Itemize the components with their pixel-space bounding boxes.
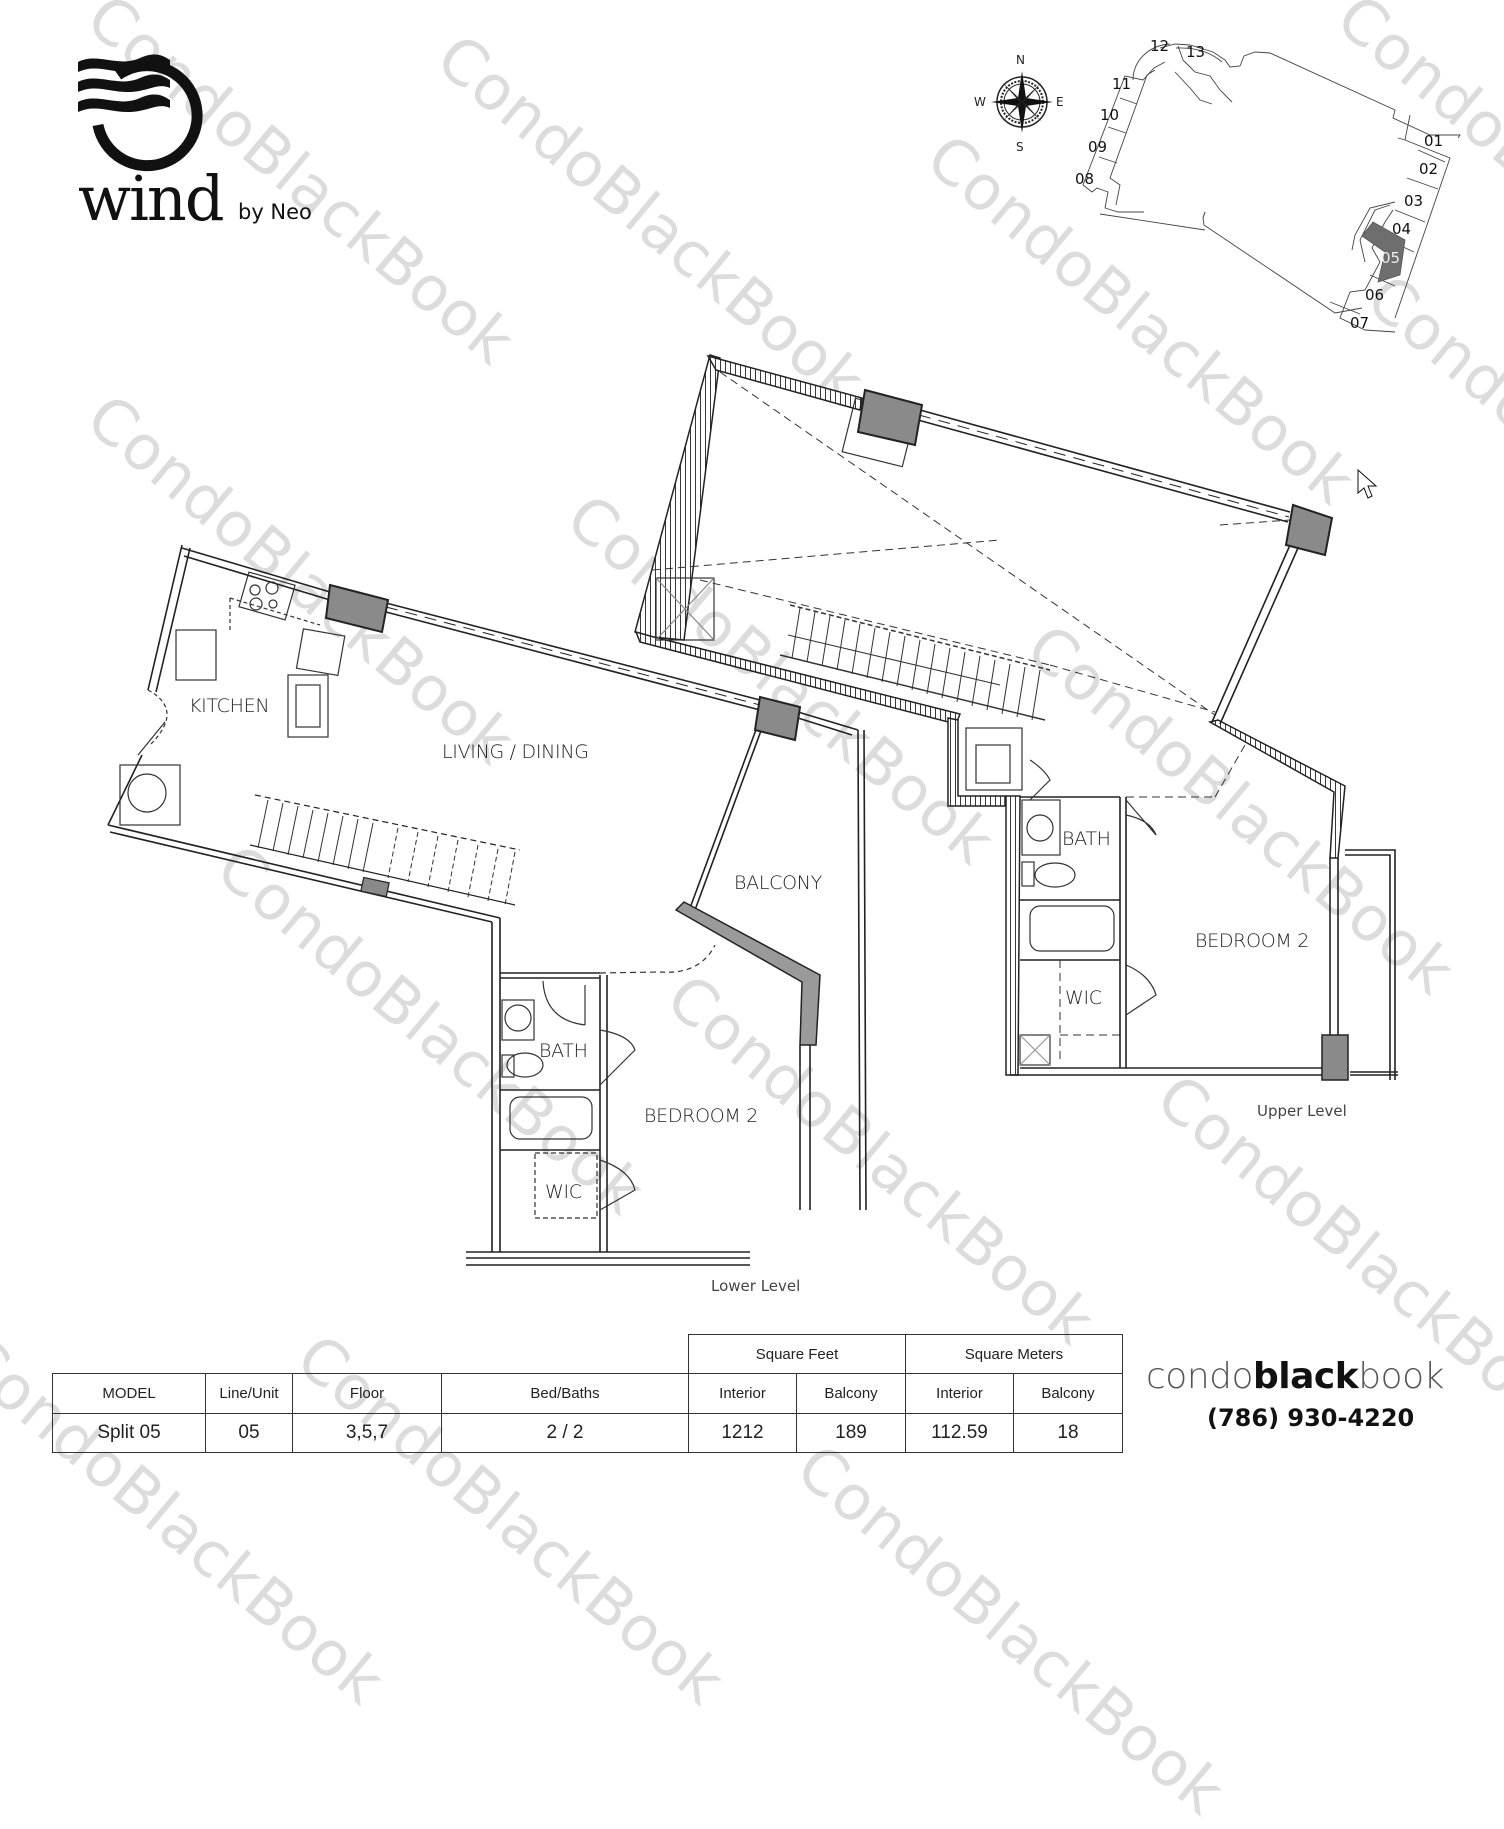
header-sqm-balcony: Balcony [1013, 1373, 1123, 1414]
logo-suffix: by Neo [238, 200, 312, 224]
key-unit-13: 13 [1186, 43, 1206, 61]
cell-model: Split 05 [52, 1413, 206, 1453]
header-line-unit: Line/Unit [205, 1373, 293, 1414]
unit-spec-table: Square Feet Square Meters MODEL Line/Uni… [52, 1334, 1123, 1453]
condoblackbook-logo: condoblackbook [1146, 1356, 1444, 1397]
header-sqft-balcony: Balcony [796, 1373, 906, 1414]
floor-plan-drawing [107, 354, 1398, 1266]
header-bed-baths: Bed/Baths [441, 1373, 689, 1414]
key-unit-03: 03 [1404, 192, 1424, 210]
key-unit-12: 12 [1150, 37, 1170, 55]
brand-part-black: black [1253, 1356, 1359, 1397]
key-unit-11: 11 [1112, 75, 1132, 93]
header-floor: Floor [292, 1373, 442, 1414]
key-unit-05: 05 [1381, 249, 1401, 267]
compass-south: S [1016, 140, 1024, 154]
key-unit-01: 01 [1424, 132, 1444, 150]
logo-wordmark: wind [78, 162, 225, 235]
room-label-wic-upper: WIC [1065, 987, 1102, 1009]
column-icon [1321, 1034, 1349, 1081]
cell-floor: 3,5,7 [292, 1413, 442, 1453]
cell-sqm-interior: 112.59 [905, 1413, 1014, 1453]
column-icon [753, 695, 802, 742]
upper-level-title: Upper Level [1257, 1102, 1347, 1120]
header-model: MODEL [52, 1373, 206, 1414]
watermark: CondoBlackBook [783, 1430, 1239, 1829]
compass-east: E [1056, 95, 1064, 109]
cell-sqm-balcony: 18 [1013, 1413, 1123, 1453]
key-unit-06: 06 [1365, 286, 1385, 304]
room-label-living-dining: LIVING / DINING [442, 741, 589, 763]
room-label-kitchen: KITCHEN [189, 695, 270, 717]
room-label-bedroom-lower: BEDROOM 2 [644, 1105, 759, 1127]
room-label-wic-lower: WIC [545, 1181, 582, 1203]
cell-bed-baths: 2 / 2 [441, 1413, 689, 1453]
group-header-square-meters: Square Meters [905, 1334, 1123, 1374]
column-icon [1284, 503, 1334, 557]
key-unit-07: 07 [1350, 314, 1370, 332]
key-unit-02: 02 [1419, 160, 1439, 178]
room-label-bath-upper: BATH [1062, 828, 1111, 850]
highlighted-unit-05 [1361, 221, 1406, 283]
compass-north: N [1016, 53, 1025, 67]
lower-level-title: Lower Level [711, 1277, 801, 1295]
cell-line-unit: 05 [205, 1413, 293, 1453]
phone-number[interactable]: (786) 930-4220 [1207, 1404, 1415, 1432]
table-row: Split 05 05 3,5,7 2 / 2 1212 189 112.59 … [52, 1413, 1123, 1453]
key-unit-10: 10 [1100, 106, 1120, 124]
room-label-bath-lower: BATH [539, 1040, 588, 1062]
brand-part-condo: condo [1146, 1356, 1254, 1397]
header-sqft-interior: Interior [688, 1373, 797, 1414]
column-icon [856, 388, 924, 447]
header-sqm-interior: Interior [905, 1373, 1014, 1414]
key-unit-08: 08 [1075, 170, 1095, 188]
room-label-balcony: BALCONY [734, 872, 822, 894]
cell-sqft-interior: 1212 [688, 1413, 797, 1453]
wind-logo-icon [78, 54, 203, 172]
key-plan-map [1082, 43, 1461, 333]
key-unit-04: 04 [1392, 220, 1412, 238]
brand-part-book: book [1358, 1356, 1444, 1397]
compass-west: W [974, 95, 986, 109]
group-header-square-feet: Square Feet [688, 1334, 906, 1374]
cell-sqft-balcony: 189 [796, 1413, 906, 1453]
key-unit-09: 09 [1088, 138, 1108, 156]
room-label-bedroom-upper: BEDROOM 2 [1195, 930, 1310, 952]
mouse-cursor-icon [1357, 468, 1378, 499]
column-icon [324, 583, 390, 634]
compass-rose-icon [991, 71, 1053, 133]
